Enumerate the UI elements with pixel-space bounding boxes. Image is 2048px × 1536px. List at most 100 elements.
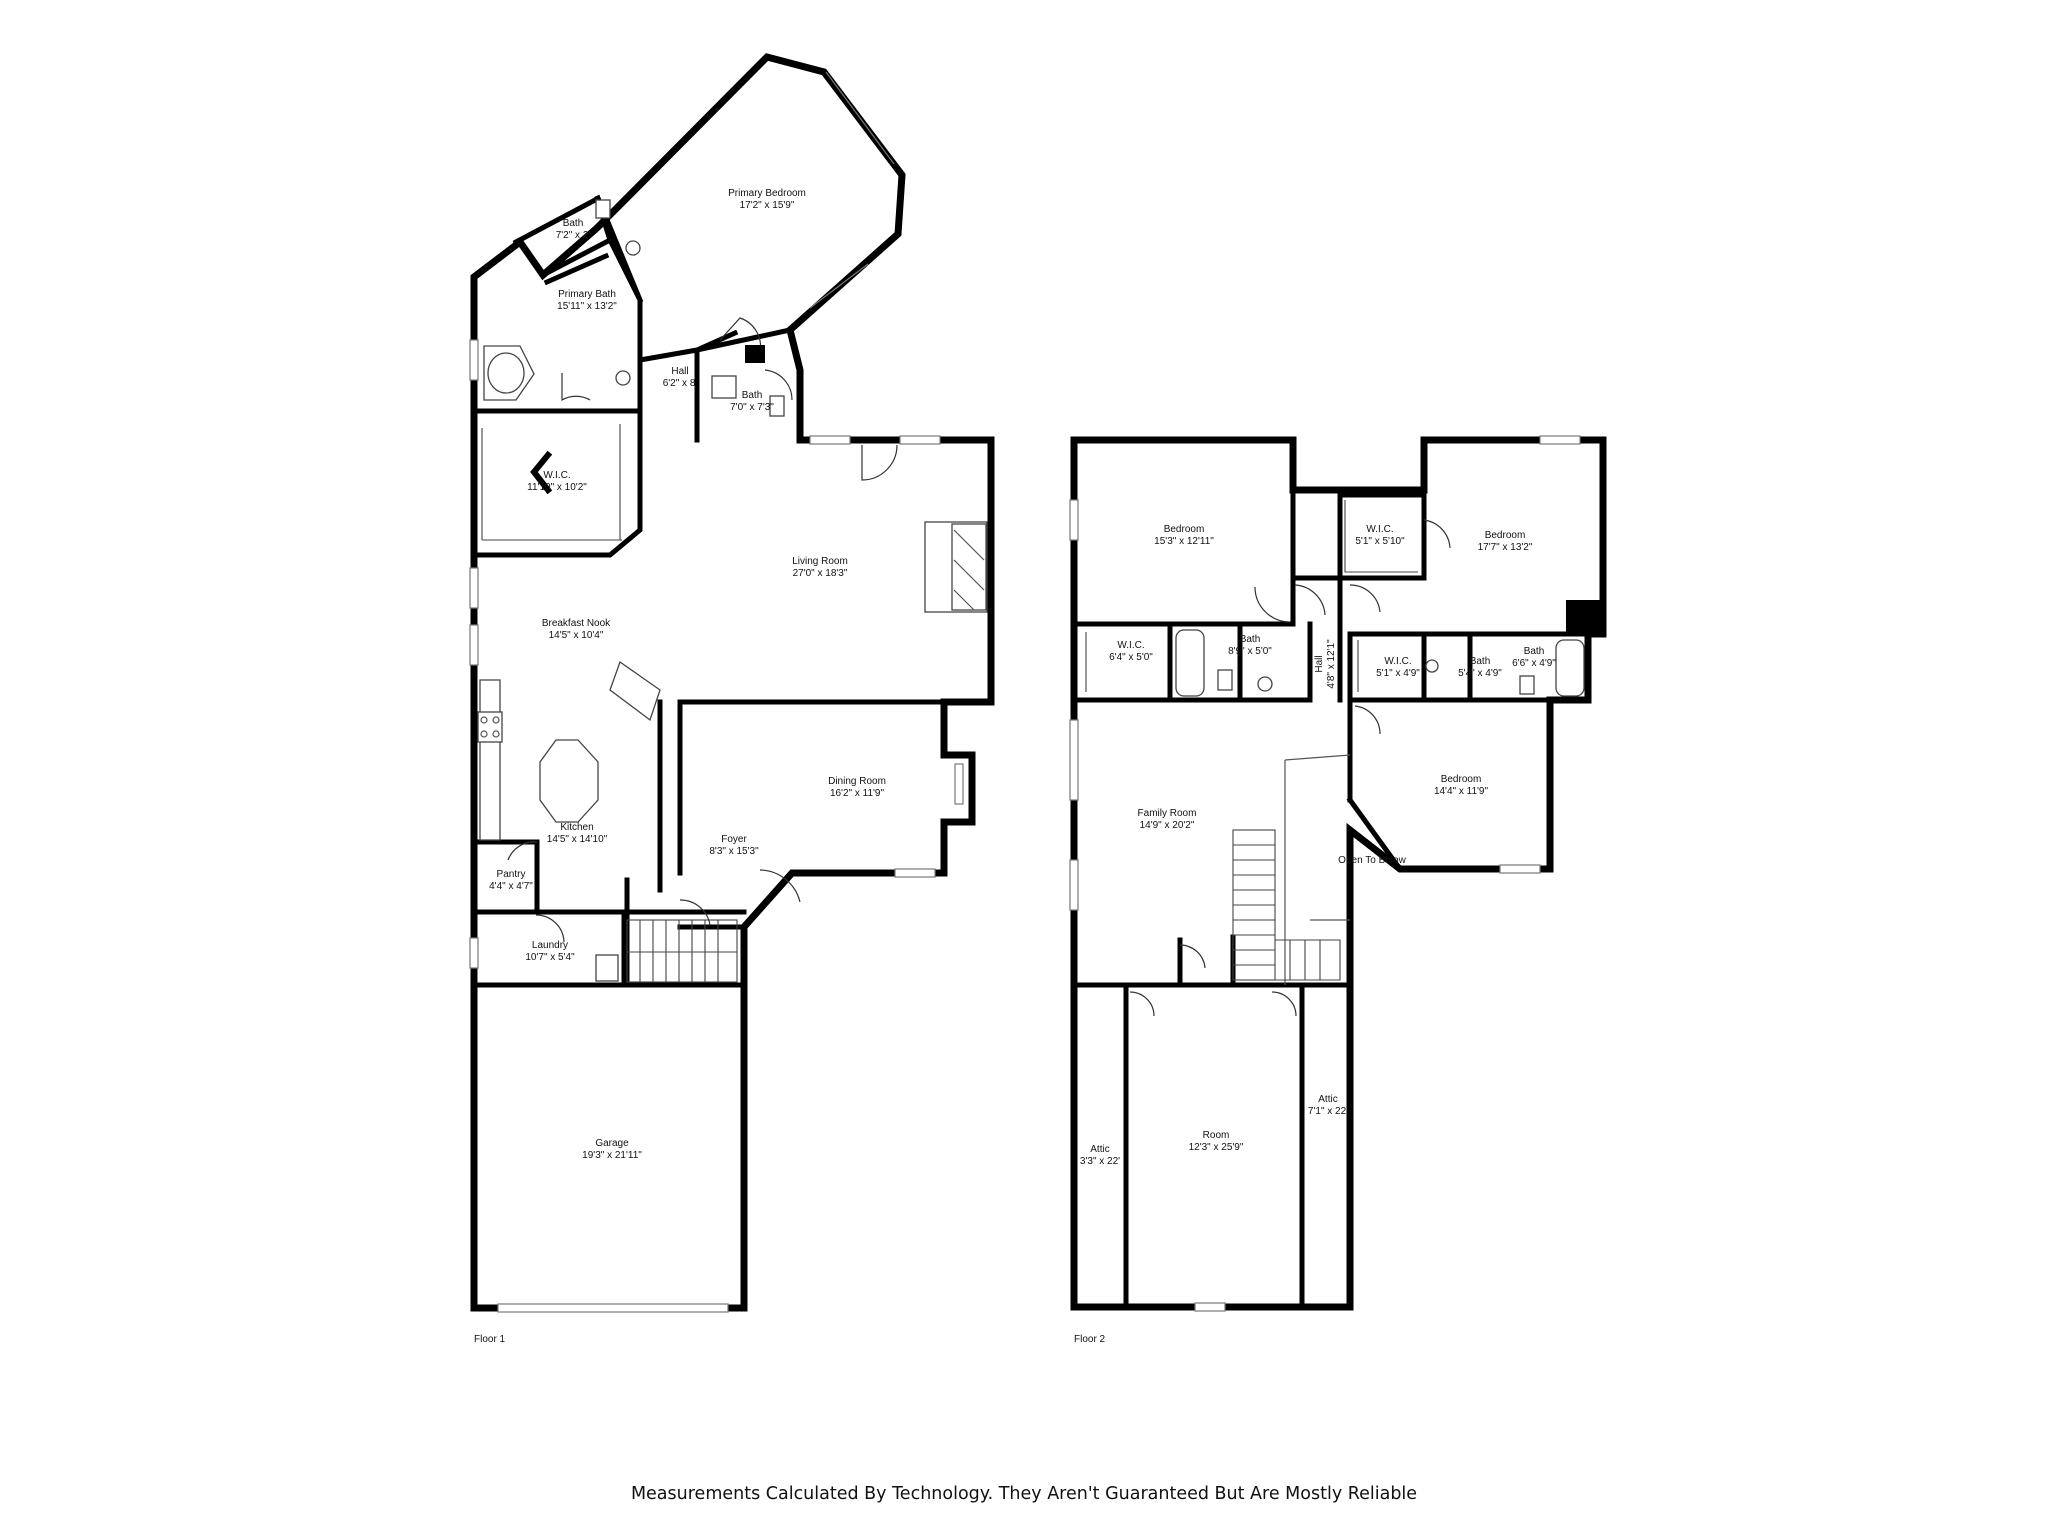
- door-swing: [861, 444, 898, 481]
- window: [469, 624, 479, 666]
- stove-icon: [477, 711, 503, 743]
- window: [899, 435, 941, 445]
- window: [809, 435, 851, 445]
- open-to-below-frame: [1284, 754, 1351, 985]
- door-swing: [764, 369, 793, 401]
- toilet-icon: [769, 395, 785, 417]
- disclaimer-text: Measurements Calculated By Technology. T…: [630, 1484, 1418, 1504]
- room-dimensions: 5'4" x 4'9": [1458, 668, 1502, 679]
- room-name: Attic: [1318, 1094, 1337, 1105]
- room-dimensions: 8'9" x 5'0": [1228, 646, 1272, 657]
- room-name: W.I.C.: [1117, 640, 1144, 651]
- room-name: Foyer: [721, 834, 747, 845]
- room-name: Pantry: [497, 869, 526, 880]
- floor-2-exterior-wall: [1070, 436, 1607, 1311]
- sink-icon: [625, 240, 641, 256]
- room-dimensions: 7'2" x 2': [556, 230, 591, 241]
- door-swing: [1354, 705, 1381, 735]
- closet-block: [745, 345, 765, 363]
- room-label-wic-mid: W.I.C.5'1" x 5'10": [1355, 524, 1405, 547]
- room-dimensions: 12'3" x 25'9": [1189, 1142, 1244, 1153]
- fireplace-hearth: [951, 523, 987, 611]
- toilet-icon: [1217, 669, 1233, 691]
- room-label-wic: W.I.C.11'10" x 10'2": [527, 470, 587, 493]
- window: [1194, 1302, 1226, 1312]
- window: [954, 763, 964, 805]
- door-swing: [1129, 991, 1155, 1017]
- room-dimensions: 17'7" x 13'2": [1478, 542, 1533, 553]
- window: [809, 263, 869, 309]
- room-name: Garage: [595, 1138, 629, 1149]
- room-dimensions: 6'4" x 5'0": [1109, 652, 1153, 663]
- room-name: Bath: [1470, 656, 1491, 667]
- room-name: Breakfast Nook: [542, 618, 611, 629]
- door-swing: [1349, 584, 1381, 613]
- room-dimensions: 11'10" x 10'2": [527, 482, 587, 493]
- room-label-wic-w: W.I.C.6'4" x 5'0": [1109, 640, 1153, 663]
- staircase-icon: [626, 919, 738, 983]
- kitchen-counter: [479, 660, 661, 841]
- room-dimensions: 14'9" x 20'2": [1140, 820, 1195, 831]
- room-label-open-to-below: Open To Below: [1338, 855, 1406, 866]
- window: [469, 567, 479, 609]
- room-dimensions: 5'1" x 4'9": [1376, 668, 1420, 679]
- room-name: Kitchen: [560, 822, 593, 833]
- room-dimensions: 7'1" x 22': [1308, 1106, 1348, 1117]
- floor-1-label: Floor 1: [474, 1334, 506, 1345]
- kitchen-island-icon: [539, 739, 599, 823]
- room-dimensions: 19'3" x 21'11": [582, 1150, 642, 1161]
- staircase-icon: [1232, 829, 1341, 981]
- closet-marker: [530, 450, 553, 495]
- room-dimensions: 7'0" x 7'3": [730, 402, 774, 413]
- room-name: Bath: [1524, 646, 1545, 657]
- room-dimensions: 27'0" x 18'3": [793, 568, 848, 579]
- window: [497, 1303, 729, 1313]
- room-dimensions: 14'5" x 10'4": [549, 630, 604, 641]
- room-name: Bath: [563, 218, 584, 229]
- bathtub-basin: [487, 352, 525, 394]
- room-label-hall: Hall4'8" x 12'1": [1314, 639, 1337, 689]
- room-name: Bedroom: [1441, 774, 1482, 785]
- door-swing: [535, 914, 565, 943]
- room-name: Bath: [742, 390, 763, 401]
- room-name: Open To Below: [1338, 855, 1406, 866]
- toilet-icon: [595, 199, 611, 219]
- room-name: Laundry: [532, 940, 568, 951]
- room-name: Family Room: [1138, 808, 1197, 819]
- floor-2-plan: [1069, 435, 1607, 1312]
- room-name: Living Room: [792, 556, 848, 567]
- door-swing: [1423, 519, 1451, 549]
- sink-icon: [1425, 659, 1439, 673]
- door-swing: [1294, 584, 1326, 616]
- window: [825, 71, 895, 165]
- room-name: Hall: [1314, 655, 1325, 672]
- door-swing: [679, 899, 711, 926]
- room-dimensions: 4'8" x 12'1": [1326, 639, 1337, 689]
- door-swing: [1179, 944, 1206, 969]
- room-dimensions: 14'5" x 14'10": [547, 834, 608, 845]
- bathtub-icon: [1175, 629, 1205, 697]
- room-dimensions: 10'7" x 5'4": [525, 952, 575, 963]
- room-name: Dining Room: [828, 776, 886, 787]
- room-dimensions: 15'3" x 12'11": [1154, 536, 1214, 547]
- room-dimensions: 8'3" x 15'3": [709, 846, 759, 857]
- window: [1539, 435, 1581, 445]
- window: [469, 339, 479, 381]
- window: [1499, 864, 1541, 874]
- floor-2-label: Floor 2: [1074, 1334, 1106, 1345]
- room-dimensions: 15'11" x 13'2": [557, 301, 617, 312]
